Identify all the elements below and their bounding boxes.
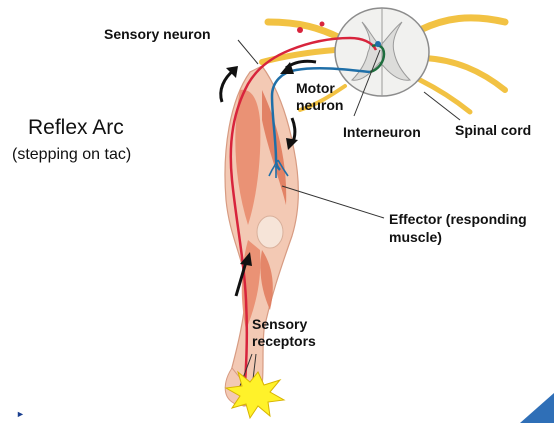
label-spinal-cord: Spinal cord (455, 122, 531, 138)
diagram-title: Reflex Arc (28, 116, 124, 140)
diagram-subtitle: (stepping on tac) (12, 146, 131, 164)
label-sensory-receptors-line2: receptors (252, 333, 316, 349)
label-effector-line1: Effector (responding (389, 211, 527, 227)
slide-corner-mark: ► (16, 409, 25, 419)
label-sensory-neuron: Sensory neuron (104, 26, 211, 42)
label-motor-neuron-line1: Motor (296, 80, 335, 96)
spinal-cord-section (335, 8, 429, 96)
label-sensory-receptors-line1: Sensory (252, 316, 307, 332)
label-interneuron: Interneuron (343, 124, 421, 140)
corner-decoration (520, 393, 554, 423)
label-effector-line2: muscle) (389, 229, 442, 245)
label-motor-neuron-line2: neuron (296, 97, 343, 113)
